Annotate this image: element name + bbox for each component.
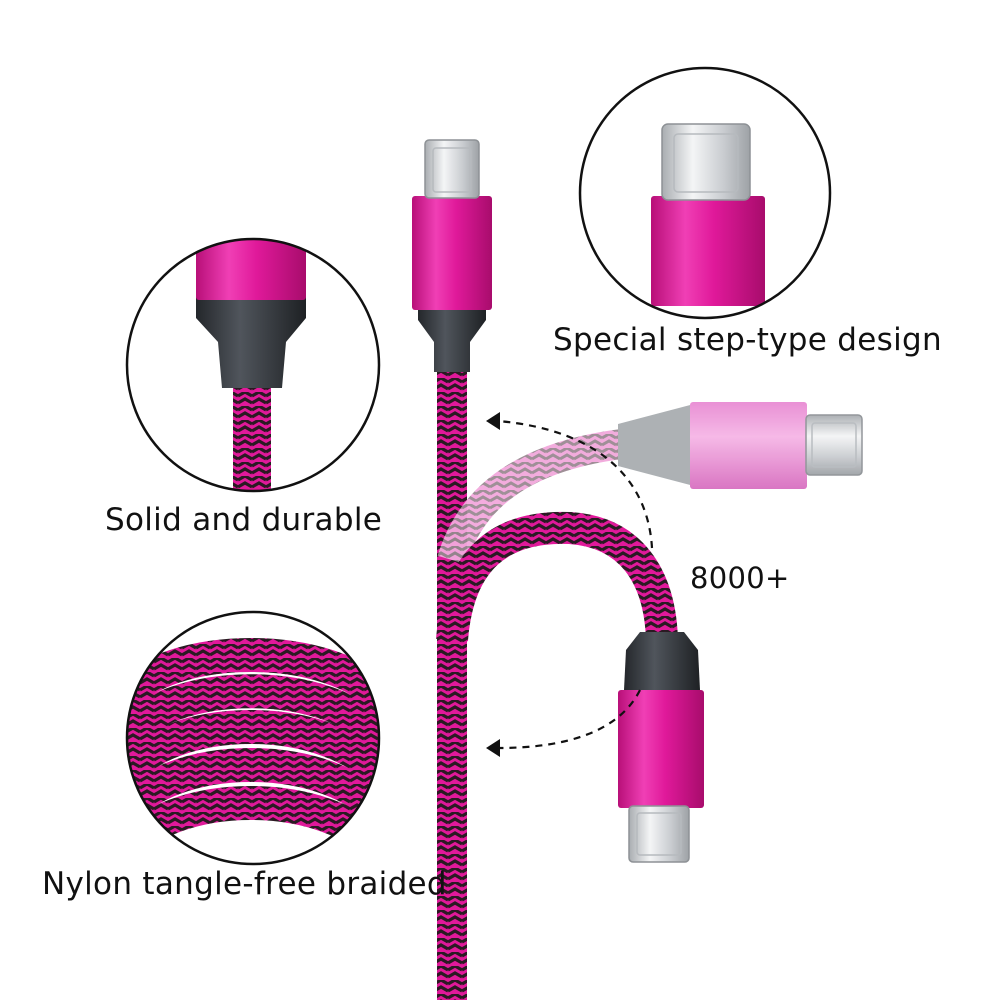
detail-circle-step-design <box>578 66 832 320</box>
detail-circle-solid <box>125 237 381 493</box>
bent-cable-braid <box>436 511 678 642</box>
usb-c-plug-icon <box>628 805 690 863</box>
curved-arrow-icon <box>486 412 654 549</box>
curved-arrow-icon <box>486 689 641 757</box>
bent-housing <box>618 690 704 808</box>
ghost-housing <box>690 402 807 489</box>
caption-nylon-braided: Nylon tangle-free braided <box>42 866 447 902</box>
bent-cable <box>436 511 704 863</box>
detail-circle-braided <box>125 610 381 866</box>
ghost-strain-relief <box>618 404 694 486</box>
usb-c-plug-icon <box>805 414 863 476</box>
caption-step-design: Special step-type design <box>553 322 942 358</box>
main-cable <box>412 139 492 1005</box>
main-cable-strain-relief <box>418 306 486 372</box>
usb-c-plug-icon <box>424 139 480 199</box>
main-cable-braid <box>437 368 467 1005</box>
caption-solid-durable: Solid and durable <box>105 502 383 538</box>
bent-strain-relief <box>624 632 700 690</box>
caption-bend-count: 8000+ <box>690 561 790 595</box>
main-cable-housing <box>412 196 492 310</box>
